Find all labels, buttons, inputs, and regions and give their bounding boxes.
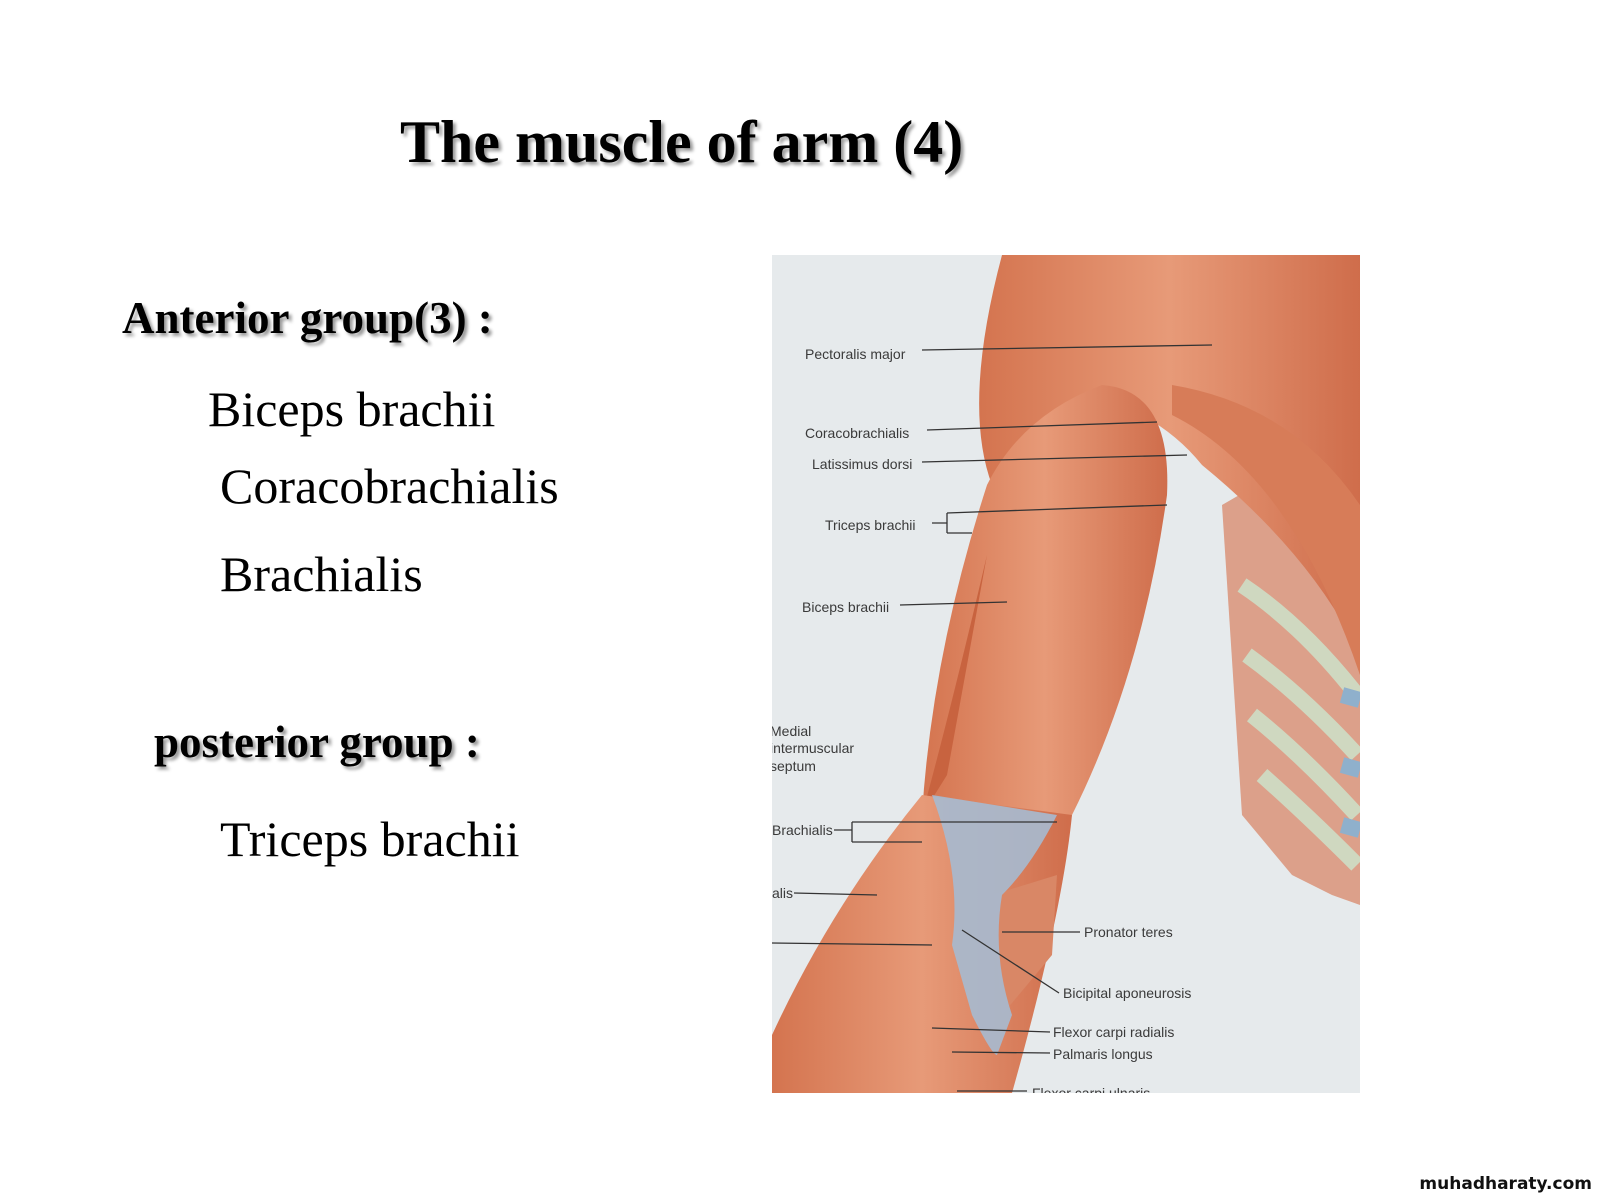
anterior-item: Brachialis [220,546,423,602]
label-flexor-carpi-radialis: Flexor carpi radialis [1053,1024,1174,1040]
posterior-item: Triceps brachii [220,811,520,867]
label-bicipital-aponeurosis: Bicipital aponeurosis [1063,985,1191,1001]
label-brachialis: Brachialis [772,822,833,838]
anterior-item: Coracobrachialis [220,458,559,514]
posterior-group-heading: posterior group : [154,717,480,767]
anterior-group-heading: Anterior group(3) : [122,293,493,343]
arm-muscle-illustration: Pectoralis major Coracobrachialis Latiss… [772,255,1360,1093]
anterior-item: Biceps brachii [208,381,496,437]
label-latissimus-dorsi: Latissimus dorsi [812,456,912,472]
label-pronator-teres: Pronator teres [1084,924,1173,940]
bicipital-aponeurosis [932,795,1057,1055]
label-palmaris-longus: Palmaris longus [1053,1046,1153,1062]
biceps [922,385,1168,815]
latissimus [1172,385,1360,675]
label-coracobrachialis: Coracobrachialis [805,425,909,441]
label-intermuscular: intermuscular [772,740,854,756]
slide-title: The muscle of arm (4) [400,109,964,175]
watermark: muhadharaty.com [1419,1174,1592,1194]
label-medial: Medial [772,723,811,739]
label-pectoralis-major: Pectoralis major [805,346,906,362]
pronator [992,875,1057,1015]
label-flexor-carpi-ulnaris: Flexor carpi ulnaris [1032,1085,1150,1093]
anatomy-diagram: Pectoralis major Coracobrachialis Latiss… [772,255,1360,1093]
pectoralis-major [979,255,1360,655]
label-alis: alis [772,885,793,901]
label-septum: septum [772,758,816,774]
label-triceps-brachii: Triceps brachii [825,517,916,533]
label-biceps-brachii: Biceps brachii [802,599,889,615]
